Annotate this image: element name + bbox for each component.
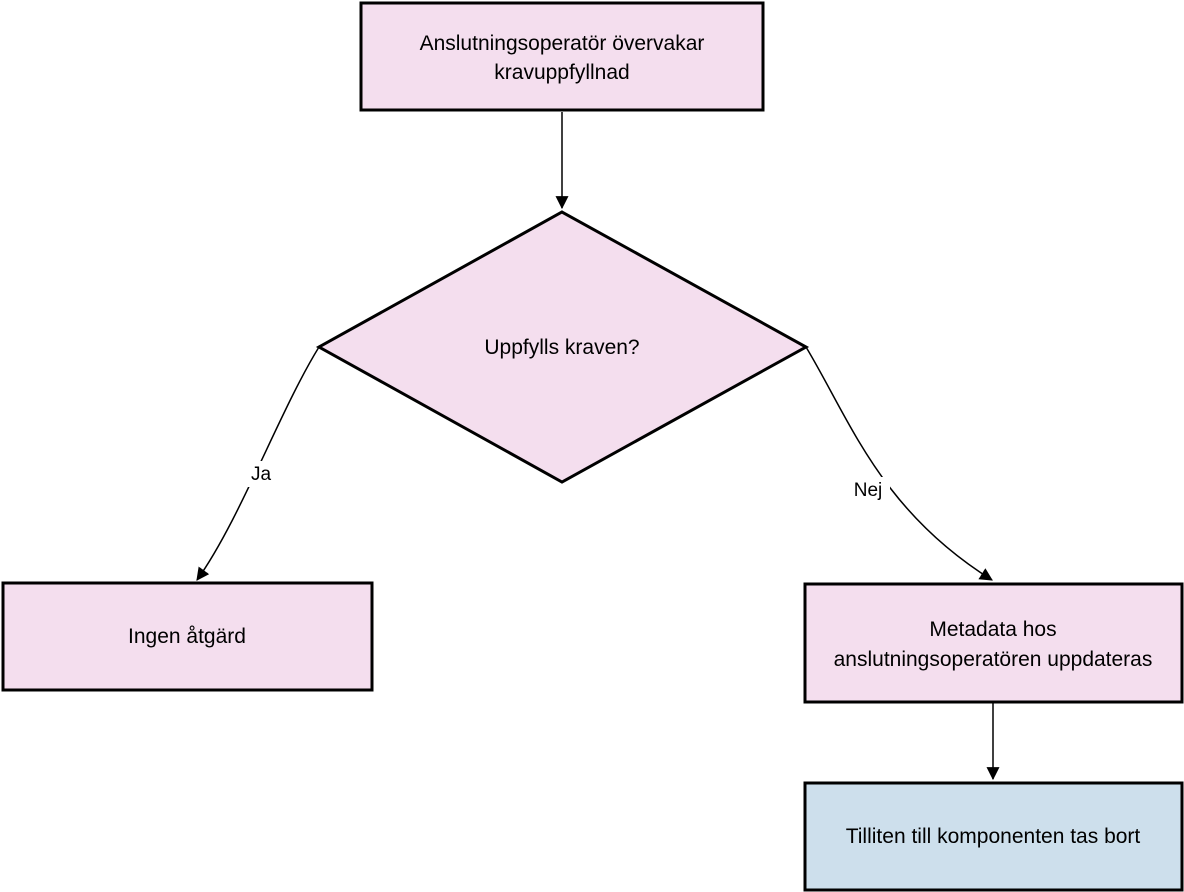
node-monitor-label-line-1: Anslutningsoperatör övervakar (420, 32, 705, 55)
node-trust-removed[interactable]: Tilliten till komponenten tas bort (803, 781, 1184, 892)
node-metadata-update[interactable]: Metadata hos anslutningsoperatören uppda… (803, 582, 1184, 704)
node-metadata-update-label-line-2: anslutningsoperatören uppdateras (834, 648, 1153, 671)
node-monitor[interactable]: Anslutningsoperatör övervakar kravuppfyl… (359, 1, 765, 112)
edge-label-yes: Ja (251, 464, 272, 485)
node-metadata-update-label-line-1: Metadata hos (929, 618, 1056, 641)
edge-decision-no: Nej (805, 346, 993, 581)
node-monitor-label-line-2: kravuppfyllnad (494, 61, 629, 84)
node-decision-label: Uppfylls kraven? (484, 336, 639, 359)
node-no-action-box (1, 581, 374, 692)
node-trust-removed-box (803, 781, 1184, 892)
node-decision[interactable]: Uppfylls kraven? (315, 210, 810, 484)
node-metadata-update-box (803, 582, 1184, 704)
edge-label-yes-background (244, 461, 278, 487)
node-no-action[interactable]: Ingen åtgärd (1, 581, 374, 692)
edge-label-no: Nej (854, 480, 883, 501)
node-monitor-box (359, 1, 765, 112)
edge-decision-yes: Ja (196, 346, 320, 581)
edge-label-no-background (846, 477, 890, 503)
node-decision-diamond (315, 210, 810, 484)
node-no-action-label: Ingen åtgärd (128, 625, 246, 648)
node-trust-removed-label: Tilliten till komponenten tas bort (846, 825, 1141, 848)
